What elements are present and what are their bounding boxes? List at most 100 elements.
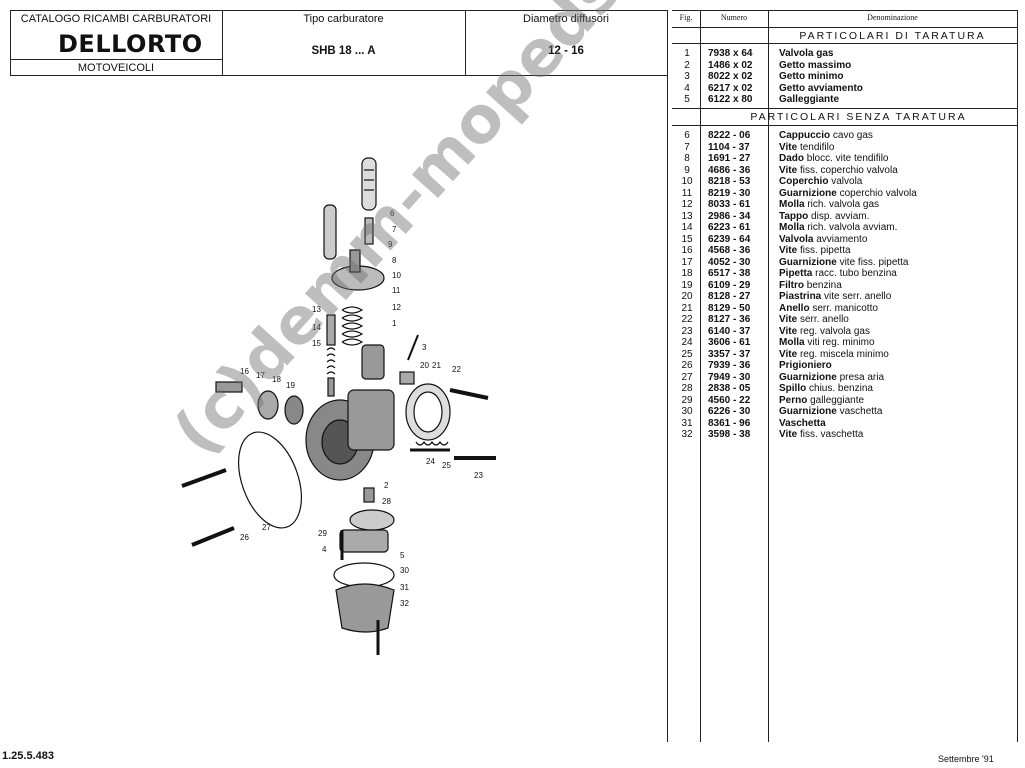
- callout-25: 25: [442, 461, 451, 470]
- row-fig-number: 11: [681, 187, 693, 199]
- row-desc-main: Molla: [779, 337, 805, 348]
- section1-line: [672, 43, 1017, 44]
- callout-9: 9: [388, 240, 393, 249]
- row-part-code: 4568 - 36: [708, 245, 751, 256]
- callout-2: 2: [384, 481, 389, 490]
- row-part-code: 3606 - 61: [708, 337, 751, 348]
- row-desc-main: Perno: [779, 394, 808, 406]
- row-part-code: 6109 - 29: [708, 279, 751, 291]
- section2-line: [672, 125, 1017, 126]
- diam-value: 12 - 16: [548, 45, 584, 57]
- row-part-code: 8361 - 96: [708, 417, 751, 429]
- callout-31: 31: [400, 583, 409, 592]
- row-fig-number: 7: [684, 141, 690, 153]
- diam-label: Diametro diffusori: [523, 13, 609, 25]
- row-fig-number: 32: [681, 429, 693, 440]
- page-left-border: [10, 10, 11, 75]
- row-desc-main: Getto avviamento: [779, 82, 863, 94]
- callout-13: 13: [312, 305, 321, 314]
- tensioner-screw-part: [364, 217, 374, 245]
- callout-6: 6: [390, 209, 395, 218]
- row-description: Guarnizione vaschetta: [779, 406, 1009, 418]
- row-desc-rest: chius. benzina: [806, 383, 873, 394]
- callout-26: 26: [240, 533, 249, 542]
- row-fig-number: 2: [684, 59, 690, 71]
- row-desc-main: Guarnizione: [779, 256, 837, 268]
- row-part-code: 8129 - 50: [708, 302, 751, 314]
- callout-12: 12: [392, 303, 401, 312]
- row-desc-rest: reg. miscela minimo: [797, 348, 889, 360]
- row-desc-rest: serr. anello: [797, 314, 849, 325]
- row-fig-number: 23: [681, 325, 693, 337]
- row-fig-number: 24: [681, 337, 693, 348]
- row-desc-main: Pipetta: [779, 268, 813, 279]
- row-fig-number: 4: [684, 82, 690, 94]
- row-part-code: 6223 - 61: [708, 222, 751, 233]
- row-fig-number: 14: [681, 222, 693, 233]
- callout-29: 29: [318, 529, 327, 538]
- col-header-fig: Fig.: [679, 13, 693, 22]
- table-right-border: [1017, 10, 1018, 742]
- callout-3: 3: [422, 343, 427, 352]
- callout-24: 24: [426, 457, 435, 466]
- row-part-code: 8222 - 06: [708, 130, 751, 141]
- row-desc-main: Dado: [779, 153, 804, 164]
- row-part-code: 4052 - 30: [708, 256, 751, 268]
- row-desc-rest: viti reg. minimo: [804, 337, 875, 348]
- row-description: Vite reg. miscela minimo: [779, 349, 1009, 361]
- row-desc-main: Vite: [779, 429, 798, 440]
- row-part-code: 8218 - 53: [708, 176, 751, 187]
- row-desc-rest: rich. valvola gas: [804, 199, 880, 210]
- starter-valve-part: [326, 314, 336, 346]
- row-desc-rest: disp. avviam.: [808, 210, 870, 222]
- row-desc-rest: benzina: [804, 279, 842, 291]
- row-fig-number: 21: [681, 302, 693, 314]
- callout-20: 20: [420, 361, 429, 370]
- row-desc-rest: reg. valvola gas: [797, 325, 870, 337]
- row-desc-rest: racc. tubo benzina: [812, 268, 897, 279]
- callout-4: 4: [322, 545, 327, 554]
- row-desc-main: Vite: [779, 348, 798, 360]
- row-description: Molla rich. valvola gas: [779, 199, 1009, 211]
- row-fig-number: 15: [681, 233, 693, 245]
- row-part-code: 8128 - 27: [708, 291, 751, 302]
- row-desc-main: Galleggiante: [779, 94, 840, 105]
- row-description: Getto avviamento: [779, 83, 1009, 95]
- row-fig-number: 31: [681, 417, 693, 429]
- row-fig-number: 8: [684, 153, 690, 164]
- row-description: Pipetta racc. tubo benzina: [779, 268, 1009, 280]
- row-description: Guarnizione vite fiss. pipetta: [779, 257, 1009, 269]
- cable-cap-part: [361, 157, 377, 211]
- row-fig-number: 13: [681, 210, 693, 222]
- row-desc-rest: coperchio valvola: [836, 187, 917, 199]
- callout-17: 17: [256, 371, 265, 380]
- row-description: Coperchio valvola: [779, 176, 1009, 188]
- row-fig-number: 3: [684, 71, 690, 82]
- callout-16: 16: [240, 367, 249, 376]
- footer-date: Settembre '91: [938, 754, 994, 764]
- row-desc-main: Getto massimo: [779, 59, 852, 71]
- row-description: Cappuccio cavo gas: [779, 130, 1009, 142]
- row-fig-number: 30: [681, 406, 693, 417]
- row-desc-main: Tappo: [779, 210, 809, 222]
- row-description: Valvola avviamento: [779, 234, 1009, 246]
- row-desc-rest: rich. valvola avviam.: [804, 222, 898, 233]
- row-part-code: 8219 - 30: [708, 187, 751, 199]
- row-desc-main: Cappuccio: [779, 130, 831, 141]
- row-fig-number: 27: [681, 371, 693, 383]
- row-part-code: 6140 - 37: [708, 325, 751, 337]
- row-desc-rest: avviamento: [813, 233, 868, 245]
- row-description: Guarnizione presa aria: [779, 372, 1009, 384]
- row-fig-number: 5: [684, 94, 690, 105]
- callout-19: 19: [286, 381, 295, 390]
